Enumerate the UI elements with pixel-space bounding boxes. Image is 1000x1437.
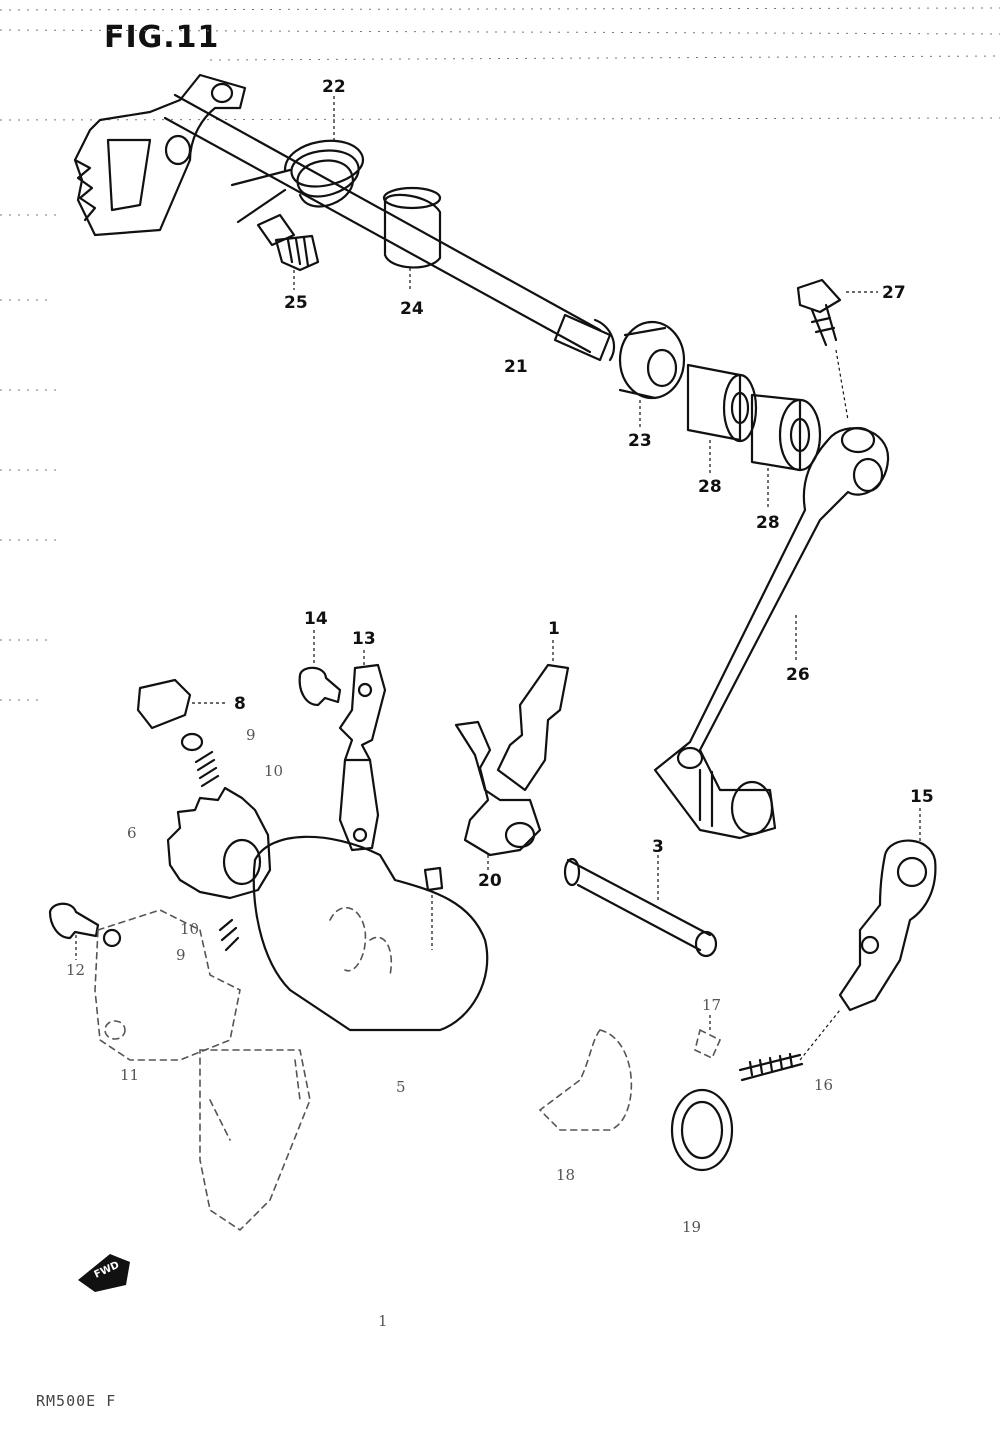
part-shift-arm xyxy=(73,73,247,237)
part-24-collar xyxy=(382,186,442,292)
part-16-arm-spring xyxy=(738,1009,841,1082)
part-5-gearshift-cam xyxy=(252,835,489,1032)
part-27-pinch-bolt xyxy=(796,278,878,421)
part-23-oil-seal xyxy=(618,320,686,428)
callout-label: 14 xyxy=(304,609,328,629)
callout-label: 6 xyxy=(127,824,137,842)
part-1-shift-fork xyxy=(454,640,570,872)
callout-label: 1 xyxy=(548,619,560,639)
callout-label: 25 xyxy=(284,293,308,313)
callout-label: 19 xyxy=(682,1218,701,1236)
callout-labels: 22 25 24 21 27 23 28 28 26 14 13 1 8 9 1… xyxy=(66,77,934,1330)
part-3-pin xyxy=(563,855,718,958)
part-4-lower-assembly xyxy=(199,1049,311,1232)
figure-title: FIG.11 xyxy=(104,20,220,55)
model-footer-code: RM500E F xyxy=(36,1392,117,1410)
part-13-stopper-plate xyxy=(338,650,387,852)
callout-label: 10 xyxy=(180,920,199,938)
callout-label: 18 xyxy=(556,1166,575,1184)
callout-label: 9 xyxy=(246,726,256,744)
part-9-spring-pin xyxy=(180,732,204,752)
part-12-screw xyxy=(48,902,100,960)
callout-label: 27 xyxy=(882,283,906,303)
callout-label: 8 xyxy=(234,694,246,714)
callout-label: 26 xyxy=(786,665,810,685)
callout-label: 10 xyxy=(264,762,283,780)
part-6-cam-driven-gear xyxy=(166,786,272,900)
callout-label: 3 xyxy=(652,837,664,857)
callout-label: 23 xyxy=(628,431,652,451)
part-11-cam-guide xyxy=(94,909,241,1061)
part-21-shift-shaft xyxy=(163,93,616,362)
callout-label: 20 xyxy=(478,871,502,891)
callout-label: 17 xyxy=(702,996,721,1014)
part-14-screw xyxy=(298,630,342,707)
part-15-gear-shift-arm xyxy=(838,808,937,1012)
callout-label: 24 xyxy=(400,299,424,319)
callout-label: 5 xyxy=(396,1078,406,1096)
part-28-bushing-b xyxy=(750,393,822,510)
part-22-return-spring xyxy=(230,96,364,224)
forward-direction-arrow: FWD xyxy=(78,1254,130,1292)
part-19-circlip xyxy=(670,1088,734,1172)
part-10-spring xyxy=(194,750,220,788)
part-28-bushing-a xyxy=(686,363,758,474)
callout-label: 1 xyxy=(378,1312,388,1330)
callout-label: 13 xyxy=(352,629,376,649)
part-26-gearshift-lever xyxy=(653,426,890,840)
callout-label: 9 xyxy=(176,946,186,964)
callout-label: 28 xyxy=(756,513,780,533)
callout-label: 11 xyxy=(120,1066,139,1084)
callout-label: 15 xyxy=(910,787,934,807)
part-18-lower-bracket xyxy=(538,1029,633,1131)
part-17-clip xyxy=(694,1015,722,1060)
callout-label: 12 xyxy=(66,961,85,979)
callout-label: 22 xyxy=(322,77,346,97)
part-8-cam-stopper xyxy=(136,678,228,730)
part-25-bolt xyxy=(256,213,320,290)
callout-label: 16 xyxy=(814,1076,833,1094)
callout-label: 28 xyxy=(698,477,722,497)
callout-label: 21 xyxy=(504,357,528,377)
